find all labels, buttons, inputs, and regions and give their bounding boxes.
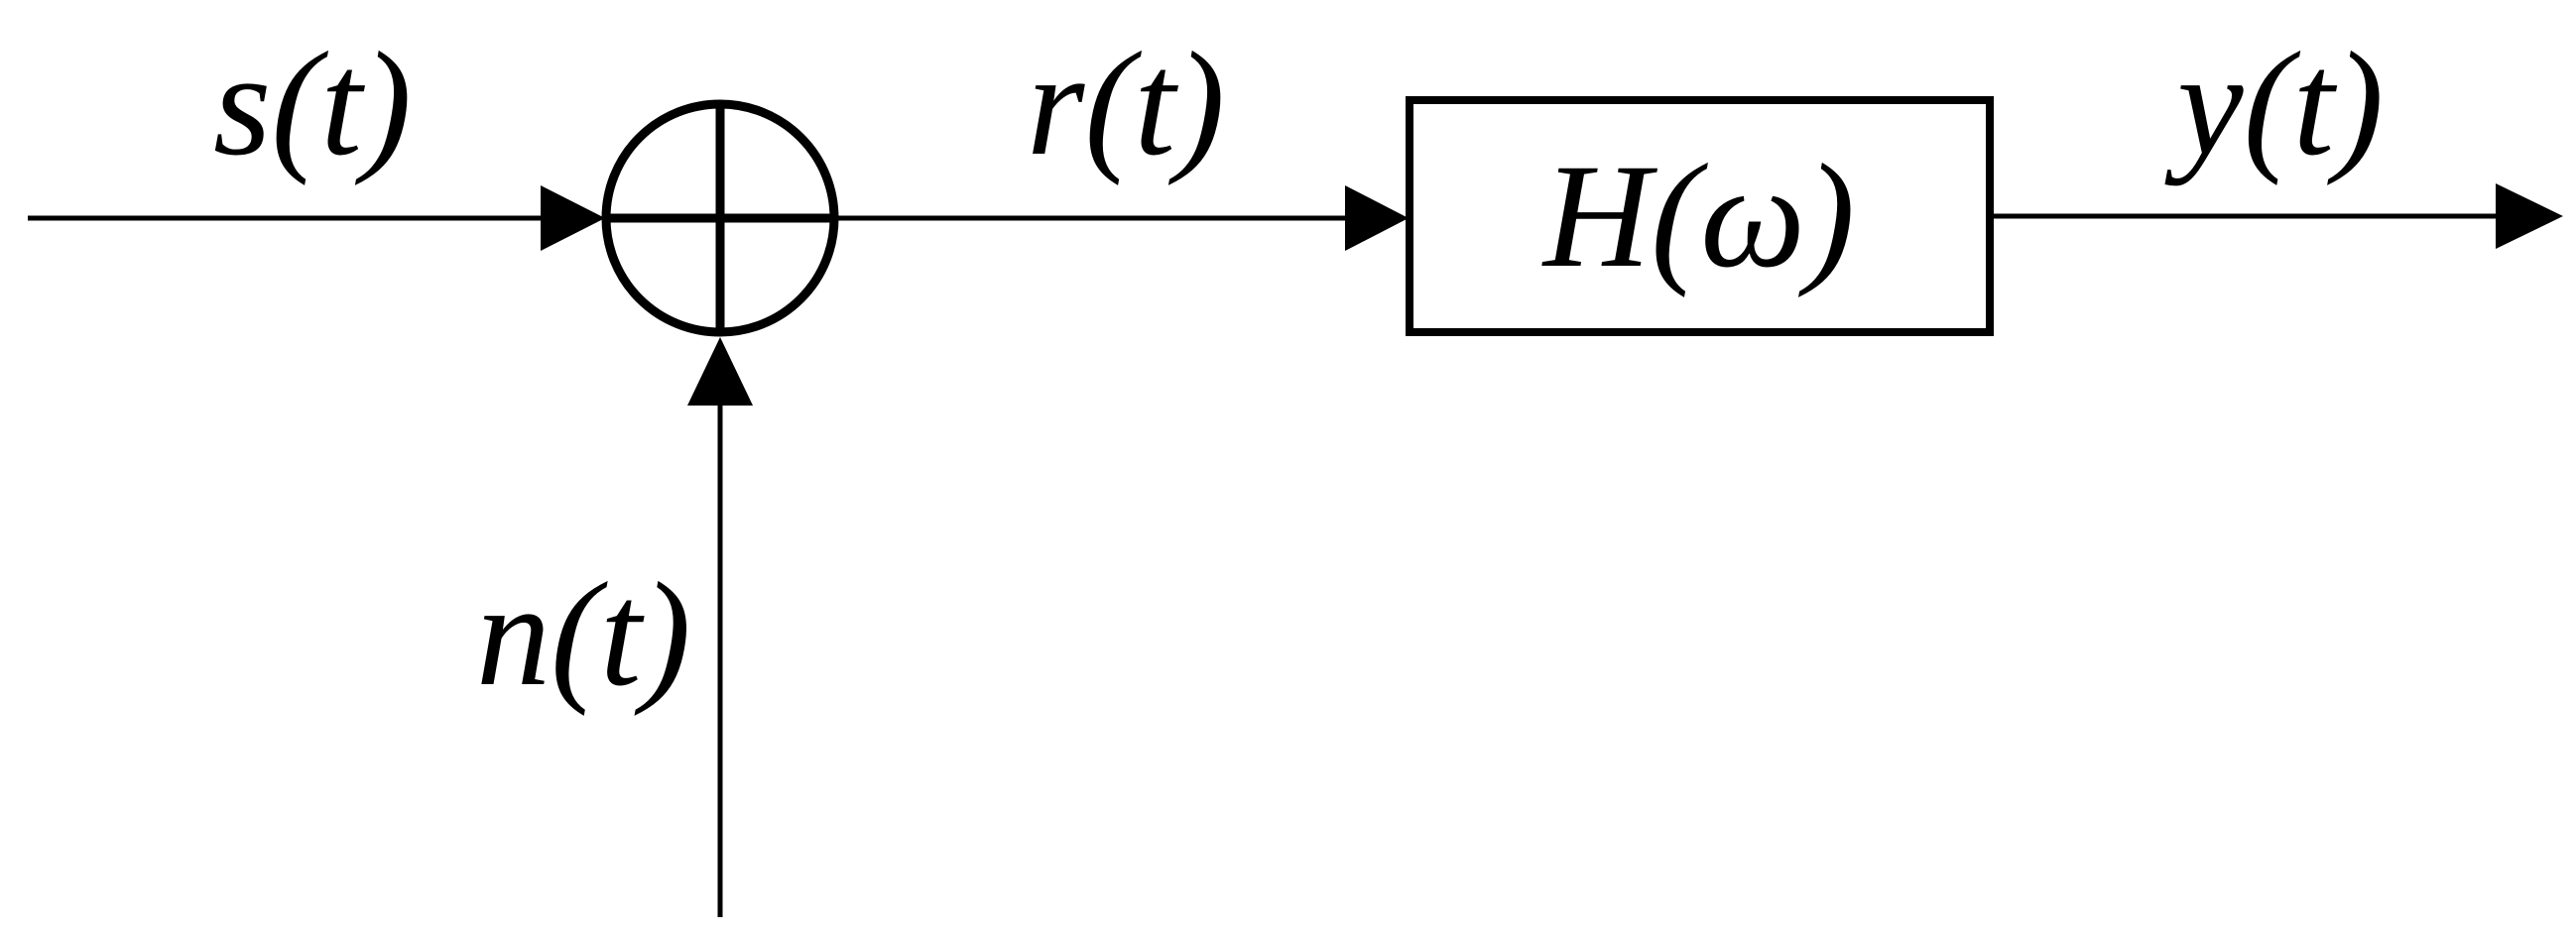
- noise-arrowhead: [687, 337, 753, 406]
- output-signal-label: y(t): [2164, 22, 2384, 186]
- received-arrowhead: [1345, 185, 1409, 251]
- summing-junction: [601, 99, 839, 337]
- output-arrowhead: [2496, 183, 2563, 249]
- received-signal-label: r(t): [1027, 22, 1225, 186]
- input-arrowhead: [541, 185, 605, 251]
- noise-signal-label: n(t): [476, 552, 691, 717]
- filter-label: H(ω): [1541, 134, 1855, 298]
- input-signal-label: s(t): [213, 22, 412, 186]
